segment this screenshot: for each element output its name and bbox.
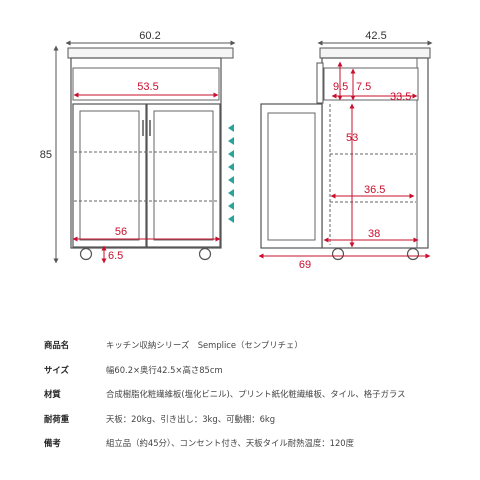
front-top-board — [67, 47, 234, 59]
interior-height-label: 53 — [346, 132, 358, 144]
drawer-height-label: 7.5 — [356, 81, 371, 93]
shelf-arrow-icon — [228, 124, 234, 132]
right-door — [146, 103, 221, 248]
drawer-depth-label: 33.5 — [390, 91, 411, 103]
spec-table: 商品名 キッチン収納シリーズ Semplice（センプリチェ） サイズ 幅60.… — [44, 333, 464, 456]
drawer-top-gap-label: 9.5 — [333, 81, 348, 93]
shelf-arrow-icon — [228, 137, 234, 145]
dimension-drawing: 60.2 53.5 56 6.5 — [40, 30, 433, 271]
front-width-label: 60.2 — [139, 30, 160, 42]
open-depth-label: 69 — [299, 259, 311, 271]
front-caster-right — [198, 247, 212, 261]
height-label: 85 — [40, 149, 52, 161]
shelf-arrow-icon — [228, 150, 234, 158]
cabinet-depth-label: 38 — [368, 228, 380, 240]
spec-row-material: 材質 合成樹脂化粧繊維板(塩化ビニル)、プリント紙化粧繊維板、タイル、格子ガラス — [44, 382, 464, 407]
spec-key: サイズ — [44, 364, 69, 375]
spec-value: 天板：20kg、引き出し：3kg、可動棚：6kg — [106, 413, 276, 424]
shelf-arrow-icon — [228, 215, 234, 223]
shelf-arrow-icon — [228, 163, 234, 171]
front-view: 60.2 53.5 56 6.5 — [40, 30, 236, 264]
shelf-arrow-icon — [228, 202, 234, 210]
shelf-adjust-arrows — [228, 124, 234, 223]
left-door — [72, 103, 147, 248]
shelf-depth-label: 36.5 — [364, 184, 385, 196]
side-caster-right — [406, 247, 420, 261]
spec-row-notes: 備考 組立品（約45分）、コンセント付き、天板タイル耐熱温度：120度 — [44, 431, 464, 456]
open-door-glass — [267, 112, 316, 241]
spec-value: 組立品（約45分）、コンセント付き、天板タイル耐熱温度：120度 — [106, 438, 354, 449]
spec-key: 商品名 — [44, 340, 70, 351]
side-depth-label: 42.5 — [365, 30, 386, 42]
spec-key: 耐荷重 — [44, 413, 70, 424]
side-view: 42.5 9.5 7.5 33.5 53 36.5 38 — [258, 30, 433, 271]
spec-row-load: 耐荷重 天板：20kg、引き出し：3kg、可動棚：6kg — [44, 407, 464, 432]
shelf-arrow-icon — [228, 176, 234, 184]
spec-key: 備考 — [44, 438, 61, 449]
side-drawer-front — [316, 62, 324, 104]
front-caster-left — [79, 247, 93, 261]
side-top-board — [319, 47, 431, 59]
door-height-label: 56 — [115, 226, 127, 238]
inner-width-label: 53.5 — [137, 81, 158, 93]
spec-value: 合成樹脂化粧繊維板(塩化ビニル)、プリント紙化粧繊維板、タイル、格子ガラス — [106, 389, 406, 400]
shelf-arrow-icon — [228, 189, 234, 197]
leg-height-label: 6.5 — [108, 250, 123, 262]
spec-key: 材質 — [44, 389, 61, 400]
spec-value: キッチン収納シリーズ Semplice（センプリチェ） — [106, 340, 303, 351]
side-caster-left — [331, 247, 345, 261]
spec-row-name: 商品名 キッチン収納シリーズ Semplice（センプリチェ） — [44, 333, 464, 358]
spec-row-size: サイズ 幅60.2×奥行42.5×高さ85cm — [44, 358, 464, 383]
spec-value: 幅60.2×奥行42.5×高さ85cm — [106, 364, 223, 375]
